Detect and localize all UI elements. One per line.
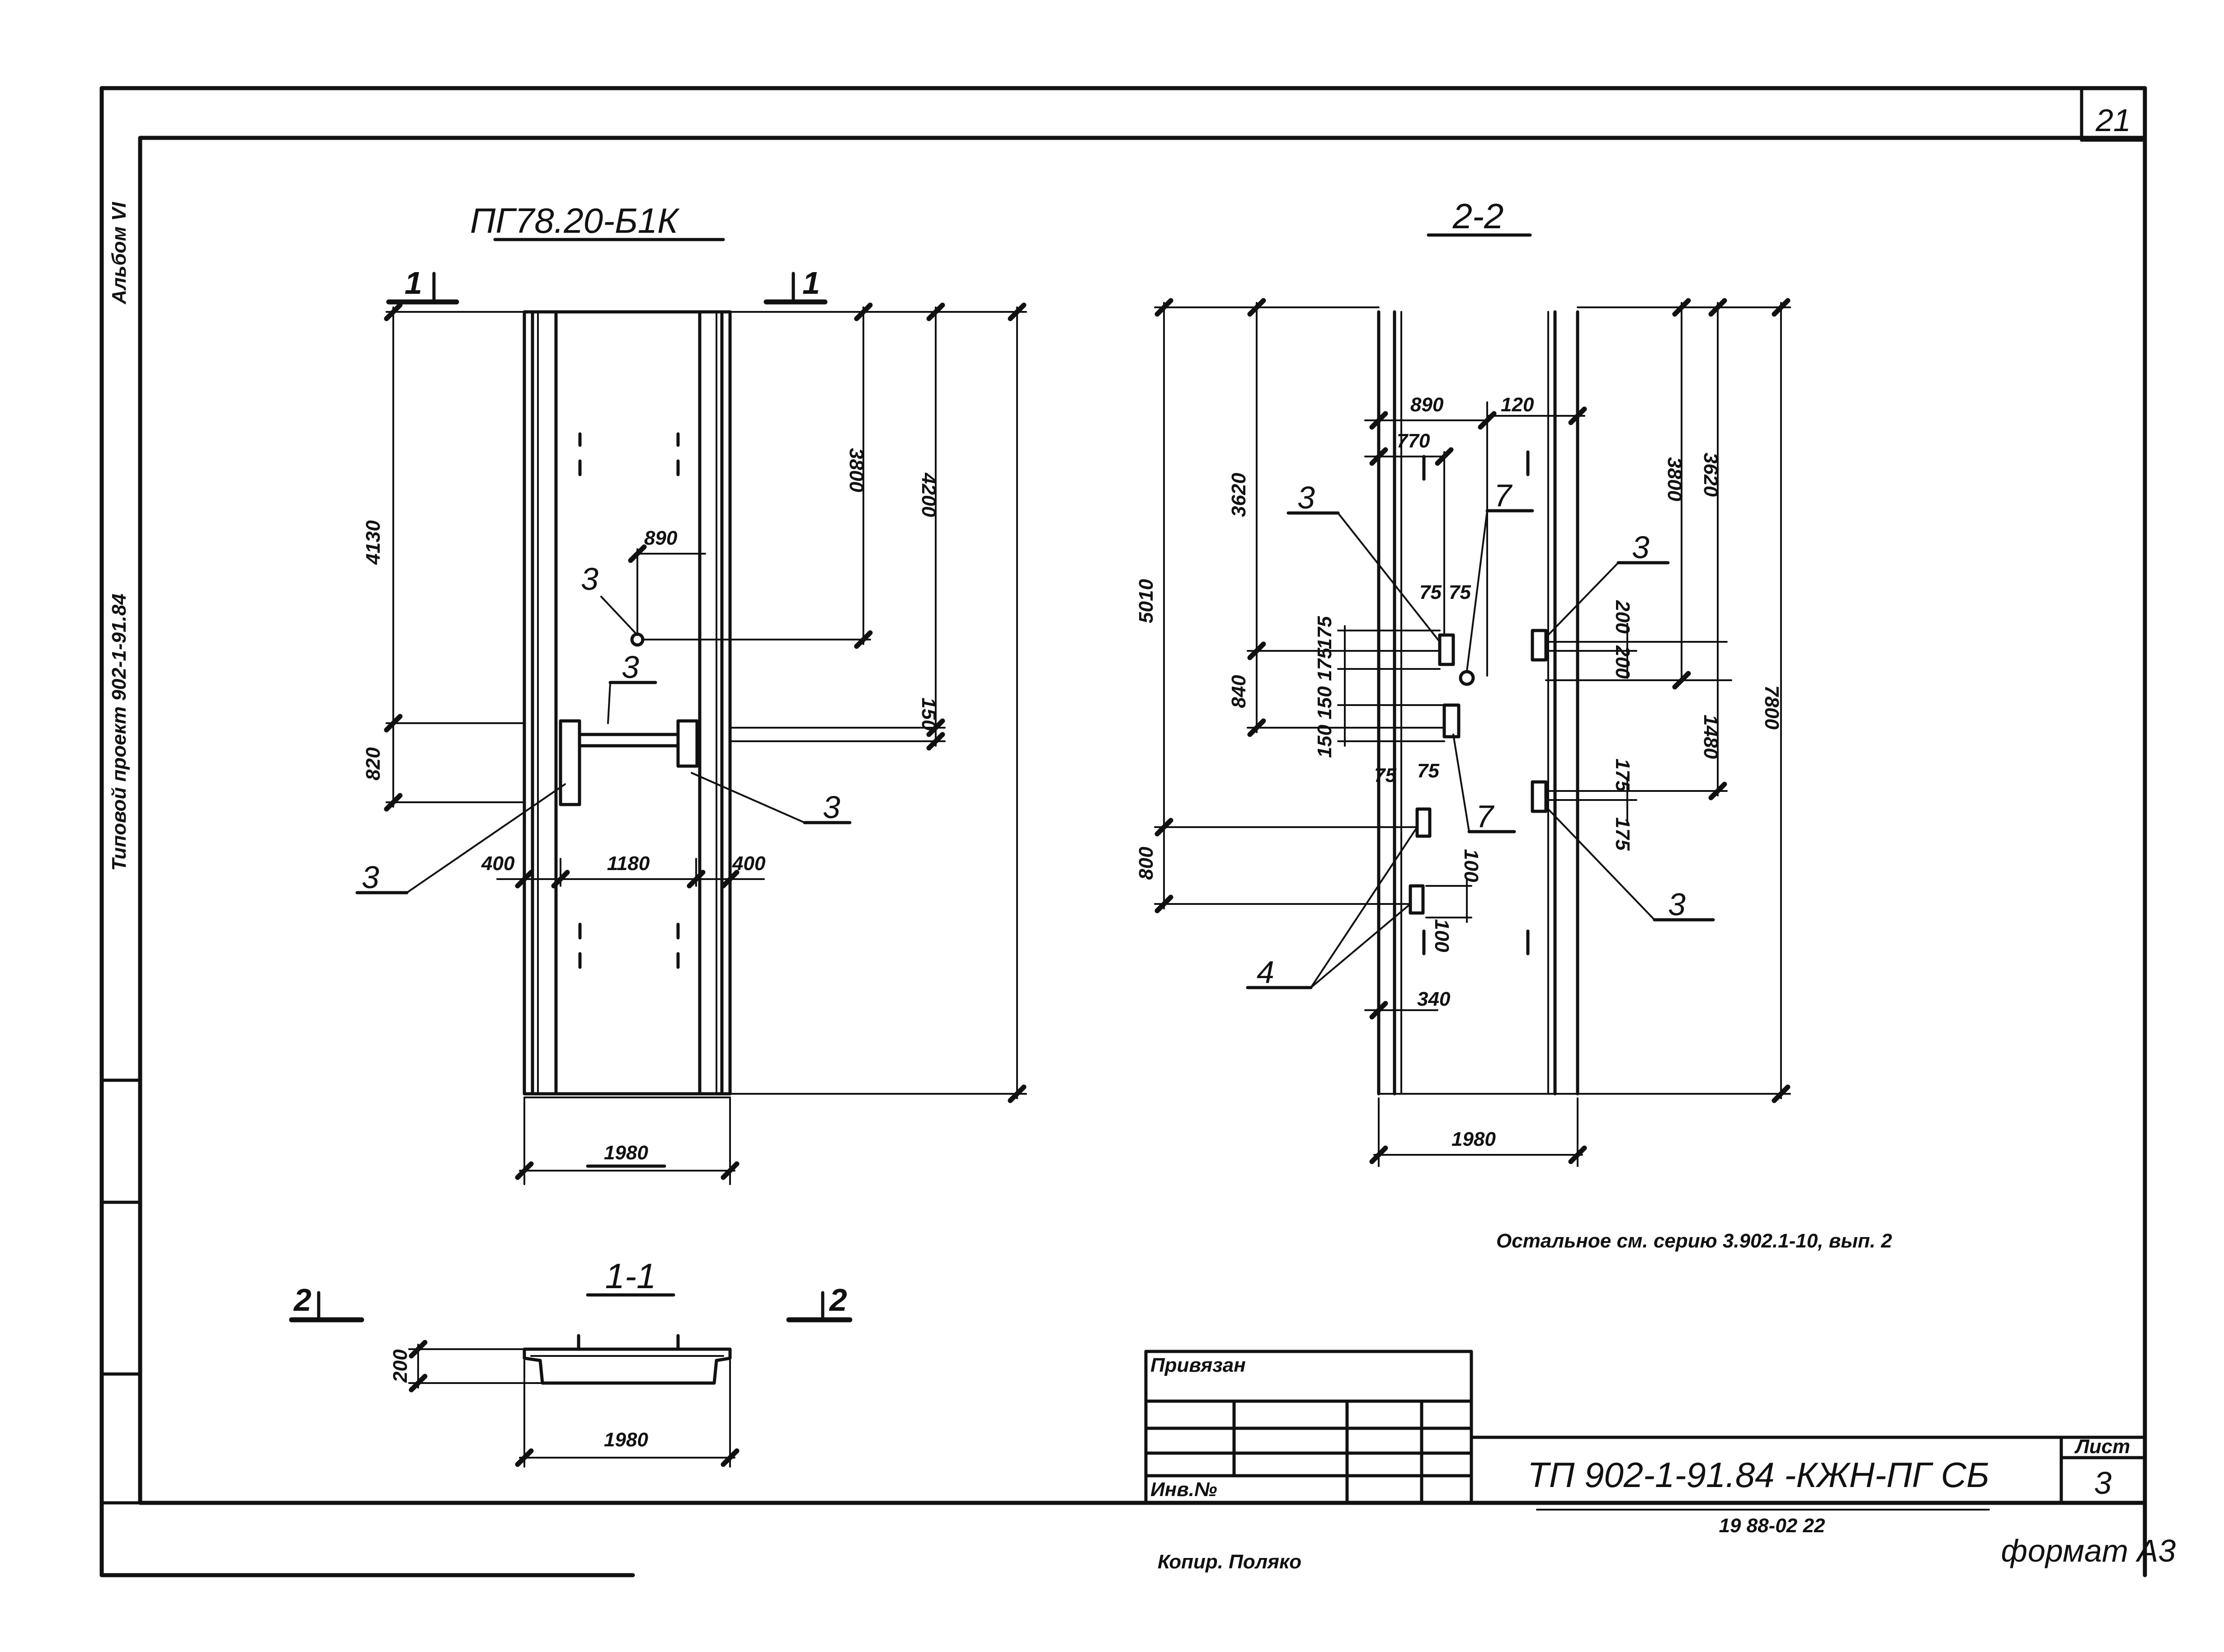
sec2-callout-3-c: 3 (1668, 887, 1686, 922)
sec2-dim-200: 200 (1611, 600, 1634, 634)
plan-dim-1980: 1980 (604, 1142, 648, 1164)
privyazan-label: Привязан (1150, 1354, 1246, 1376)
plan-view: ПГ78.20-Б1К 1 1 (355, 201, 1027, 1185)
sec2-dim-770: 770 (1397, 430, 1430, 452)
sec2-dim-1980: 1980 (1451, 1128, 1496, 1150)
plan-dim-4200: 4200 (918, 472, 940, 517)
plan-callout-3-b: 3 (622, 650, 639, 685)
plan-dim-150: 150 (918, 697, 940, 731)
sec2-dim-200-b: 200 (1611, 645, 1634, 679)
plan-title: ПГ78.20-Б1К (470, 201, 680, 240)
sec2-callout-7-a: 7 (1494, 478, 1513, 513)
sec2-dim-3620-right: 3620 (1700, 452, 1722, 497)
sheet-number: 3 (2094, 1465, 2112, 1501)
plan-callout-3-a: 3 (581, 561, 598, 597)
sec2-dim-175-d: 175 (1611, 817, 1634, 851)
sec2-callout-3-a: 3 (1297, 480, 1315, 515)
general-note: Остальное см. серию 3.902.1-10, вып. 2 (1496, 1230, 1892, 1252)
sec1-dim-1980: 1980 (604, 1429, 648, 1451)
sec2-dim-75-c: 75 (1374, 764, 1396, 786)
plan-callout-3-d: 3 (362, 860, 379, 895)
sec2-dim-75-a: 75 (1419, 581, 1442, 603)
sec2-dim-3800: 3800 (1663, 457, 1686, 501)
sec2-dim-175-a: 175 (1314, 616, 1336, 650)
section-1-1-view: 1-1 2 2 200 1980 (289, 1256, 853, 1468)
copy-text: Копир. Поляко (1158, 1551, 1301, 1573)
under-stamp-text: 19 88-02 22 (1719, 1515, 1825, 1537)
sec2-dim-75-b: 75 (1449, 581, 1471, 603)
plan-dim-3800: 3800 (845, 448, 867, 492)
inventory-label: Инв.№ (1150, 1478, 1217, 1501)
sec2-callout-3-b: 3 (1632, 530, 1649, 565)
plan-dim-400-right: 400 (732, 852, 766, 875)
section-2-2-view: 2-2 5010 3620 (1135, 196, 1791, 1167)
sheet-label: Лист (2074, 1435, 2130, 1458)
sec2-dim-150-a: 150 (1314, 686, 1336, 720)
sec2-dim-340: 340 (1417, 988, 1451, 1010)
plan-dim-1180: 1180 (607, 852, 650, 875)
plan-dim-400-left: 400 (481, 852, 515, 875)
plan-dim-890: 890 (644, 527, 678, 549)
sec2-dim-800: 800 (1135, 847, 1157, 880)
section-mark-2-left: 2 (293, 1282, 311, 1318)
sec2-dim-100-b: 100 (1431, 919, 1453, 952)
section-1-1-title: 1-1 (605, 1256, 656, 1296)
sheet-frame (99, 86, 2147, 1577)
title-block: Привязан Инв.№ ТП 902-1-91.84 -КЖН-ПГ СБ… (1144, 1350, 2176, 1573)
section-2-2-title: 2-2 (1452, 196, 1504, 236)
section-mark-left: 1 (405, 265, 422, 301)
sec2-callout-7-b: 7 (1476, 799, 1495, 834)
sec2-dim-75-d: 75 (1417, 760, 1439, 782)
plan-callout-3-c: 3 (823, 790, 840, 825)
sec2-dim-100-a: 100 (1460, 849, 1482, 882)
album-label: Альбом VI (108, 202, 130, 305)
section-mark-2-right: 2 (829, 1282, 847, 1318)
sec2-dim-120: 120 (1501, 394, 1534, 416)
sec2-callout-4: 4 (1257, 955, 1274, 990)
sec2-dim-840: 840 (1228, 675, 1250, 708)
sec2-dim-7800: 7800 (1761, 685, 1783, 730)
section-mark-right: 1 (802, 265, 820, 301)
plan-dim-820: 820 (362, 747, 384, 781)
sec2-dim-5010: 5010 (1135, 579, 1157, 623)
page-number: 21 (2095, 103, 2131, 138)
project-side-label: Типовой проект 902-1-91.84 (108, 593, 130, 871)
sec2-dim-1480: 1480 (1700, 715, 1722, 759)
stamp-designation: ТП 902-1-91.84 -КЖН-ПГ СБ (1527, 1455, 1989, 1495)
sec2-dim-175-b: 175 (1314, 648, 1336, 681)
sec2-dim-175-c: 175 (1611, 758, 1634, 792)
sec2-dim-890: 890 (1410, 394, 1444, 416)
sec2-dim-3620: 3620 (1228, 473, 1250, 517)
plan-dim-4130: 4130 (362, 520, 384, 565)
format-label: формат А3 (2001, 1533, 2176, 1568)
sec2-dim-150-b: 150 (1314, 725, 1336, 758)
sec1-dim-200: 200 (389, 1349, 411, 1383)
